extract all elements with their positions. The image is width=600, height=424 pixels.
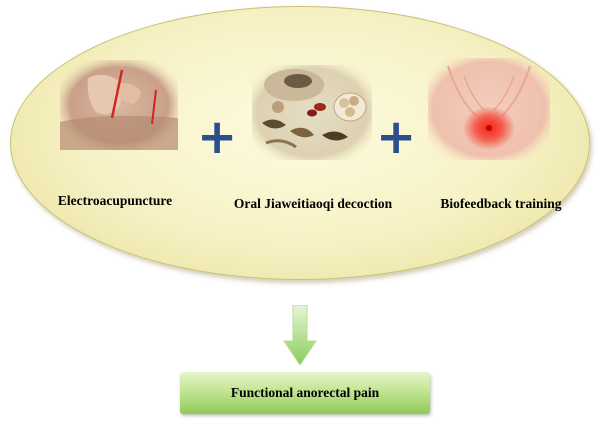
therapy-label-decoction: Oral Jiaweitiaoqi decoction <box>233 196 393 211</box>
down-arrow-icon <box>282 304 318 367</box>
herbal-decoction-photo <box>252 65 372 160</box>
electroacupuncture-photo <box>60 60 178 150</box>
therapy-label-electroacupuncture: Electroacupuncture <box>57 193 173 208</box>
plus-icon: + <box>197 109 238 165</box>
plus-icon: + <box>376 109 417 165</box>
pelvic-floor-photo <box>428 58 550 160</box>
outcome-label: Functional anorectal pain <box>230 385 380 400</box>
outcome-box: Functional anorectal pain <box>180 372 430 414</box>
therapy-label-biofeedback: Biofeedback training <box>440 196 562 211</box>
